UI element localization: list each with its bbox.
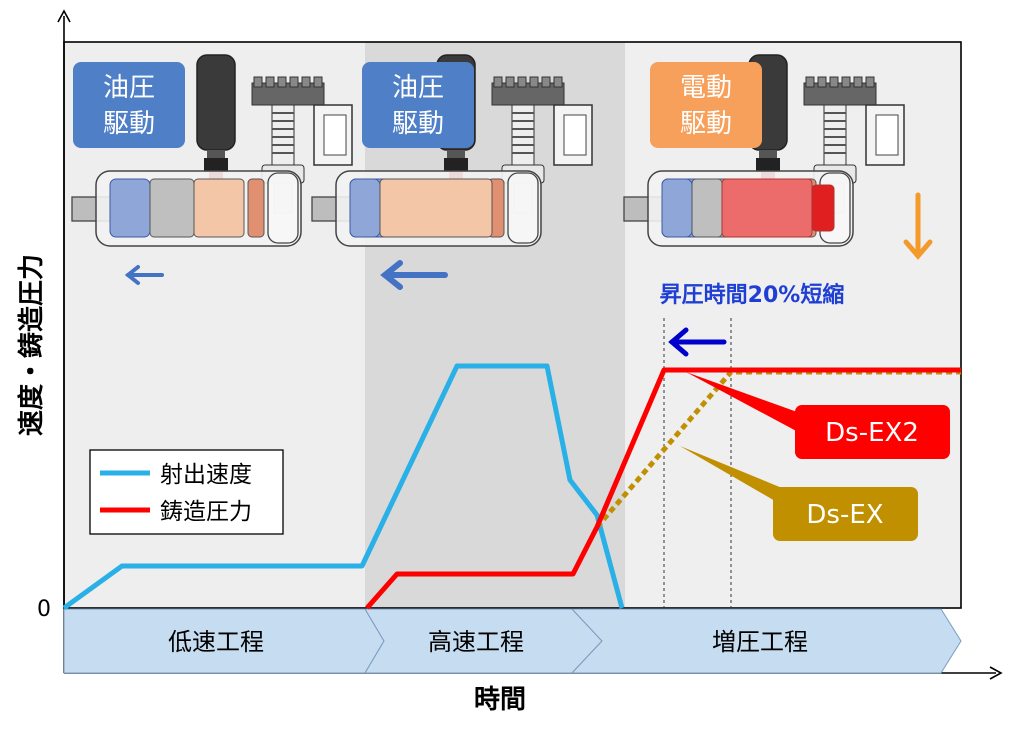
ds-ex2-pressure-curve <box>365 367 961 610</box>
y-axis-label: 速度・鋳造圧力 <box>16 254 47 436</box>
injection-unit-electric-icon <box>623 54 905 247</box>
svg-text:油圧: 油圧 <box>392 73 444 103</box>
legend: 射出速度 鋳造圧力 <box>89 449 284 535</box>
svg-text:駆動: 駆動 <box>680 109 732 139</box>
injection-speed-curve <box>62 363 625 611</box>
badge-hydraulic-2: 油圧 駆動 <box>362 62 474 148</box>
phase-band: 低速工程 高速工程 増圧工程 <box>63 608 962 674</box>
arrow-left-icon <box>380 260 448 290</box>
badge-electric: 電動 駆動 <box>650 62 762 148</box>
legend-pressure: 鋳造圧力 <box>160 499 252 525</box>
phase-label-boost: 増圧工程 <box>712 628 808 656</box>
svg-text:電動: 電動 <box>680 73 732 103</box>
svg-text:駆動: 駆動 <box>392 109 444 139</box>
callout-ds-ex: Ds-EX <box>680 446 918 541</box>
badge-hydraulic-1: 油圧 駆動 <box>73 62 185 148</box>
svg-text:駆動: 駆動 <box>103 109 155 139</box>
svg-text:油圧: 油圧 <box>103 73 155 103</box>
legend-speed: 射出速度 <box>160 462 252 488</box>
x-axis-label: 時間 <box>474 685 526 715</box>
svg-text:Ds-EX2: Ds-EX2 <box>825 418 919 448</box>
phase-boost <box>570 608 962 674</box>
injection-unit-hydraulic-icon <box>311 54 593 247</box>
phase-label-high-speed: 高速工程 <box>428 628 524 656</box>
arrow-left-icon <box>668 327 727 357</box>
pressure-rise-label: 昇圧時間20%短縮 <box>660 282 845 308</box>
callout-ds-ex2: Ds-EX2 <box>686 372 950 459</box>
arrow-down-icon <box>903 192 933 260</box>
phase-label-low-speed: 低速工程 <box>168 628 264 656</box>
arrow-left-icon <box>124 265 164 285</box>
svg-text:Ds-EX: Ds-EX <box>806 500 883 530</box>
origin-label: 0 <box>37 597 51 622</box>
